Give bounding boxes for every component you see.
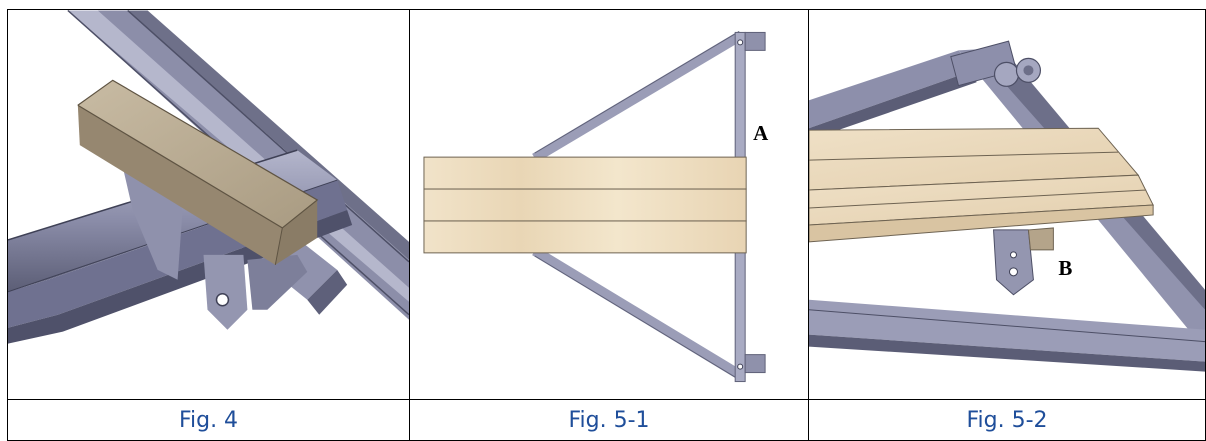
figure-table: A <box>7 9 1206 441</box>
figure-5-2-cell: B <box>808 9 1206 400</box>
figure-5-1-cell: A <box>409 9 809 400</box>
bracket-b <box>993 227 1054 296</box>
figure-4-caption: Fig. 4 <box>7 399 410 441</box>
slanted-planks <box>809 127 1154 243</box>
figure-image-row: A <box>7 9 1206 400</box>
figure-5-1-drawing: A <box>423 31 768 383</box>
wood-planks <box>423 156 747 254</box>
figure-5-1-label: A <box>753 121 768 145</box>
figure-5-2-label: B <box>1058 256 1072 280</box>
figure-5-1-caption: Fig. 5-1 <box>409 399 809 441</box>
hinge-assembly <box>950 40 1042 87</box>
figure-5-2-drawing: B <box>809 40 1205 372</box>
wood-block <box>77 79 319 265</box>
figure-5-2-caption: Fig. 5-2 <box>808 399 1206 441</box>
figure-caption-row: Fig. 4 Fig. 5-1 Fig. 5-2 <box>7 399 1206 441</box>
figure-4-drawing <box>8 10 409 344</box>
figure-4-cell <box>7 9 410 400</box>
